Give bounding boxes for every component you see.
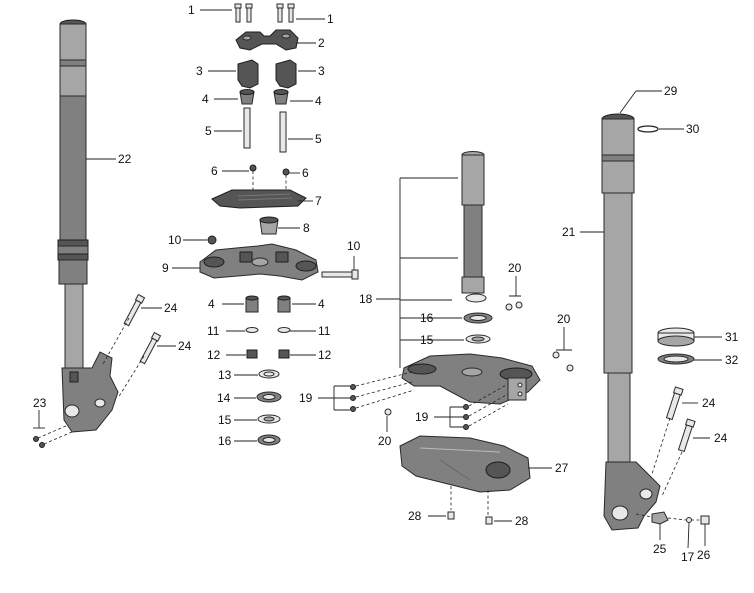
washers-11 bbox=[245, 327, 291, 333]
callout-11-a: 11 bbox=[207, 324, 220, 338]
callout-24-b: 24 bbox=[178, 339, 192, 353]
callout-10-b: 10 bbox=[347, 239, 361, 253]
bearing-stack bbox=[256, 369, 282, 446]
callout-16-a: 16 bbox=[218, 434, 232, 448]
callout-5-a: 5 bbox=[205, 124, 212, 138]
callout-20-c: 20 bbox=[378, 434, 392, 448]
pinch-bolts-10 bbox=[207, 235, 359, 280]
callout-31: 31 bbox=[725, 330, 739, 344]
callout-24-a: 24 bbox=[164, 301, 178, 315]
callout-10-a: 10 bbox=[168, 233, 182, 247]
callout-3-b: 3 bbox=[318, 64, 325, 78]
callout-32: 32 bbox=[725, 353, 739, 367]
callout-29: 29 bbox=[664, 84, 678, 98]
handlebar-clamp-lower bbox=[237, 59, 297, 89]
callout-19-a: 19 bbox=[299, 391, 313, 405]
handlebar-clamp-top bbox=[235, 29, 299, 51]
screws-28 bbox=[447, 511, 493, 525]
steering-stem bbox=[461, 151, 487, 303]
callout-28-b: 28 bbox=[515, 514, 529, 528]
right-fork-leg bbox=[601, 113, 661, 531]
top-clamp-cover bbox=[211, 189, 307, 209]
lower-fork-cover bbox=[399, 435, 531, 516]
callout-25: 25 bbox=[653, 542, 667, 556]
nuts-12 bbox=[246, 349, 290, 359]
riser-studs bbox=[243, 107, 287, 153]
o-ring-30 bbox=[637, 125, 659, 133]
upper-triple-clamp bbox=[199, 243, 319, 281]
callout-15-a: 15 bbox=[218, 413, 232, 427]
bolts-1 bbox=[234, 3, 295, 23]
callout-26: 26 bbox=[697, 548, 711, 562]
axle-pinch-bolts-right bbox=[651, 386, 696, 497]
seals-31-32 bbox=[657, 327, 695, 365]
callout-13: 13 bbox=[218, 368, 232, 382]
callout-1-b: 1 bbox=[327, 12, 334, 26]
callout-7: 7 bbox=[315, 194, 322, 208]
callout-9: 9 bbox=[162, 261, 169, 275]
rubber-bushings-upper bbox=[239, 89, 289, 105]
callout-18: 18 bbox=[359, 292, 373, 306]
callout-28-a: 28 bbox=[408, 509, 422, 523]
callout-6-a: 6 bbox=[211, 164, 218, 178]
callout-3-a: 3 bbox=[196, 64, 203, 78]
callout-14: 14 bbox=[217, 391, 231, 405]
callout-23: 23 bbox=[33, 396, 47, 410]
callout-17: 17 bbox=[681, 550, 695, 564]
axle-hardware-25-17-26 bbox=[635, 511, 710, 525]
callout-4-c: 4 bbox=[208, 297, 215, 311]
callout-21: 21 bbox=[562, 225, 576, 239]
axle-pinch-bolts-left bbox=[102, 293, 162, 399]
callout-24-c: 24 bbox=[702, 396, 716, 410]
callout-4-b: 4 bbox=[315, 94, 322, 108]
callout-6-b: 6 bbox=[302, 166, 309, 180]
callout-4-a: 4 bbox=[202, 92, 209, 106]
callout-5-b: 5 bbox=[315, 132, 322, 146]
screws-20 bbox=[384, 301, 574, 416]
callout-11-b: 11 bbox=[318, 324, 331, 338]
callout-30: 30 bbox=[686, 122, 700, 136]
bearing-18-group bbox=[463, 312, 493, 344]
callout-20-b: 20 bbox=[557, 312, 571, 326]
callout-8: 8 bbox=[303, 221, 310, 235]
callout-12-b: 12 bbox=[318, 348, 332, 362]
callout-20-a: 20 bbox=[508, 261, 522, 275]
callout-16-b: 16 bbox=[420, 311, 434, 325]
callout-2: 2 bbox=[318, 36, 325, 50]
callout-19-b: 19 bbox=[415, 410, 429, 424]
callout-24-d: 24 bbox=[714, 431, 728, 445]
left-fork-leg bbox=[57, 19, 119, 433]
lower-triple-clamp bbox=[401, 353, 541, 405]
bolts-23 bbox=[33, 425, 73, 448]
callout-4-d: 4 bbox=[318, 297, 325, 311]
callout-27: 27 bbox=[555, 461, 569, 475]
screws-19 bbox=[350, 371, 509, 430]
callout-12-a: 12 bbox=[207, 348, 221, 362]
steering-stem-nut bbox=[259, 216, 279, 235]
callout-1-a: 1 bbox=[188, 3, 195, 17]
callout-22: 22 bbox=[118, 152, 132, 166]
rubber-bushings-lower bbox=[245, 295, 291, 313]
callout-15-b: 15 bbox=[420, 333, 434, 347]
